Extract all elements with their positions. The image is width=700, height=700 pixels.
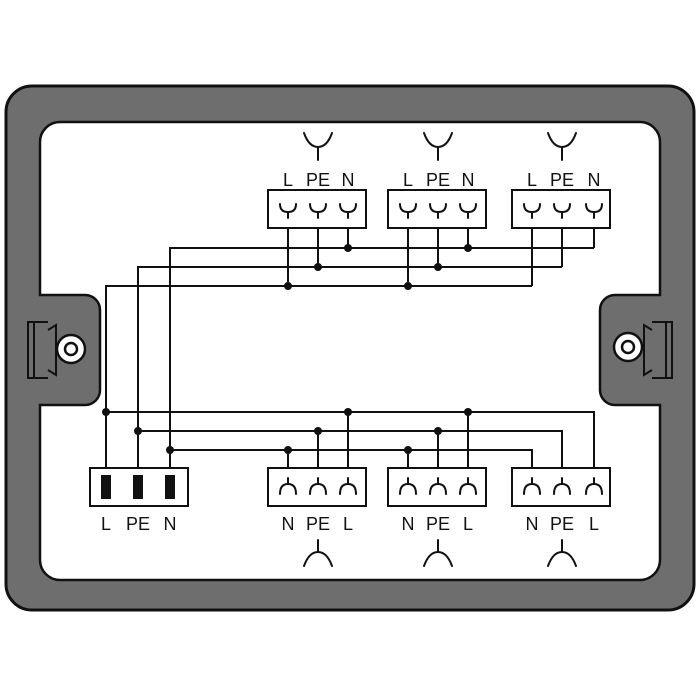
socket-symbol-icon (303, 132, 333, 161)
plug-symbol-icon (547, 539, 577, 567)
top-2-label-n: N (462, 170, 475, 190)
bottom-1-label-n: N (282, 514, 295, 534)
bottom-3-label-pe: PE (550, 514, 574, 534)
socket-symbol-icon (423, 132, 453, 161)
bottom-output-1: N PE L (267, 467, 367, 567)
bottom-1-label-pe: PE (306, 514, 330, 534)
bottom-output-3: N PE L (511, 467, 611, 567)
top-output-3: L PE N (511, 132, 611, 229)
bottom-2-label-pe: PE (426, 514, 450, 534)
wiring (102, 210, 595, 497)
input-label-l: L (101, 514, 111, 534)
top-1-label-l: L (283, 170, 293, 190)
top-2-label-l: L (403, 170, 413, 190)
input-label-pe: PE (126, 514, 150, 534)
mounting-ear-right-icon (612, 321, 673, 379)
bottom-3-label-n: N (526, 514, 539, 534)
top-3-label-n: N (588, 170, 601, 190)
top-output-2: L PE N (387, 132, 487, 229)
top-1-label-n: N (342, 170, 355, 190)
mounting-ear-left-icon (27, 321, 87, 379)
bottom-3-label-l: L (589, 514, 599, 534)
top-output-1: L PE N (267, 132, 367, 229)
bottom-1-label-l: L (343, 514, 353, 534)
bottom-output-2: N PE L (387, 467, 487, 567)
plug-symbol-icon (303, 539, 333, 567)
top-2-label-pe: PE (426, 170, 450, 190)
bottom-2-label-n: N (402, 514, 415, 534)
socket-symbol-icon (547, 132, 577, 161)
top-3-label-l: L (527, 170, 537, 190)
bottom-2-label-l: L (463, 514, 473, 534)
input-label-n: N (164, 514, 177, 534)
top-1-label-pe: PE (306, 170, 330, 190)
plug-symbol-icon (423, 539, 453, 567)
input-terminal-block: L PE N (89, 467, 189, 534)
top-3-label-pe: PE (550, 170, 574, 190)
